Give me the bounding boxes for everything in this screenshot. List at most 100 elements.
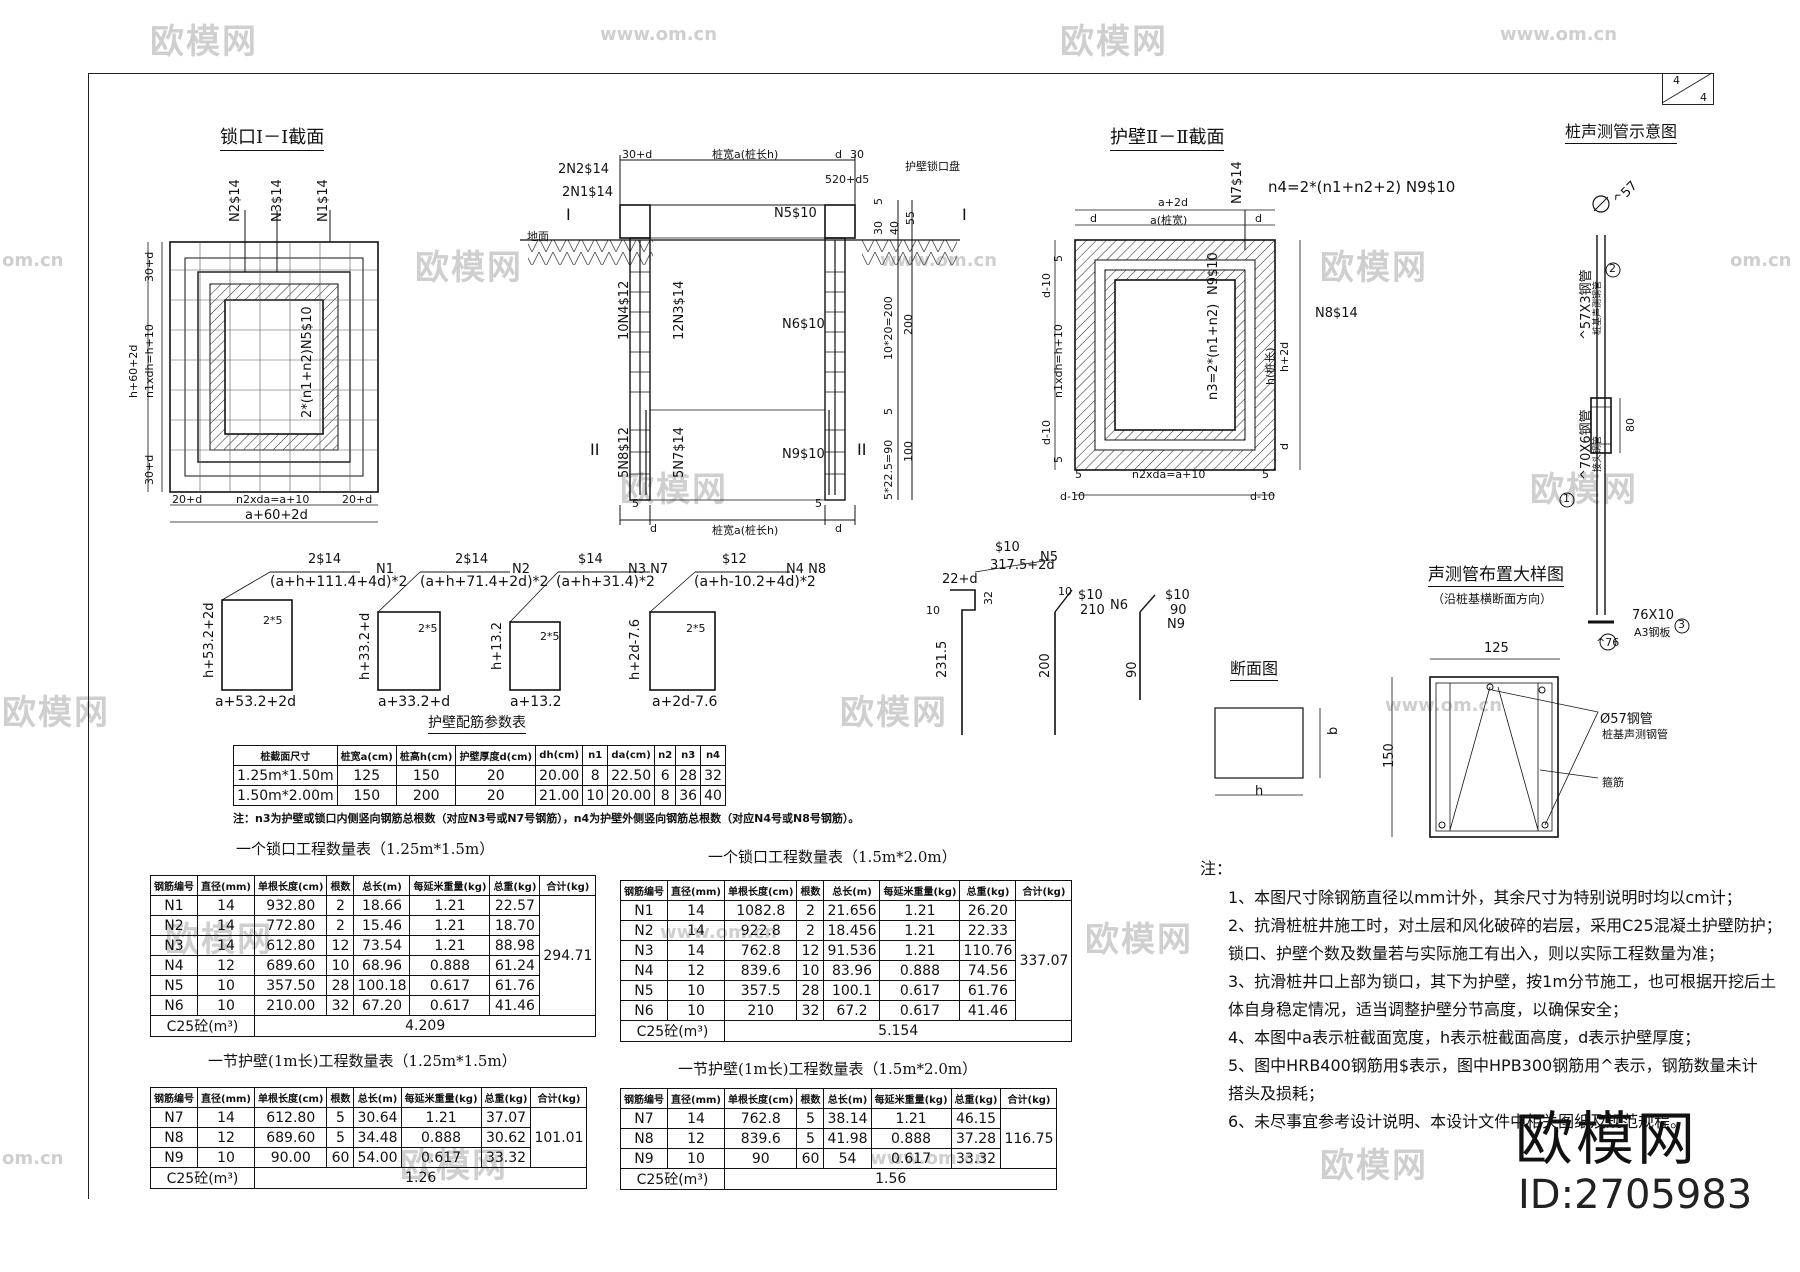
wall150-title: 一节护壁(1m长)工程数量表（1.5m*2.0m） [678, 1060, 978, 1078]
sheet-index: 4 [1673, 74, 1680, 87]
table-cell: 839.6 [723, 960, 798, 981]
cross-section-drawing [1214, 707, 1321, 796]
c25-value: 1.56 [723, 1168, 1058, 1190]
table-cell: 10 [667, 1000, 725, 1021]
n5-bar-spec: $10 [995, 540, 1020, 555]
table-header: n3 [675, 745, 702, 766]
n9-bar-spec: $10 [1165, 588, 1190, 603]
table-cell: 762.8 [723, 1108, 798, 1129]
n9-dim-b: 90 [1125, 661, 1140, 678]
wall-dim-label: d [1255, 212, 1262, 225]
sonic-bottom-plate: A3钢板 [1634, 626, 1671, 639]
lock-dim-label: h+60+2d [127, 344, 140, 398]
n5-bar-tag: N5 [1040, 550, 1058, 565]
table-cell: 5 [796, 1108, 825, 1129]
table-cell: 1.21 [879, 920, 961, 941]
wall-dim-label: 5 [1075, 468, 1082, 481]
c25-label: C25砼(m³) [150, 1015, 255, 1037]
bar-shape-drawings [221, 559, 1156, 735]
wall-bar-label: N8$14 [1315, 306, 1358, 321]
table-header: 根数 [326, 1087, 355, 1108]
table-cell: 1.21 [409, 915, 491, 936]
table-cell: 54 [823, 1148, 872, 1169]
table-cell: 30.64 [353, 1107, 402, 1128]
lock-inner-label: 2*(n1+n2)N5$10 [300, 306, 315, 418]
table-cell: 90.00 [253, 1147, 328, 1168]
sonic-pipe-title: 桩声测管示意图 [1565, 118, 1678, 144]
table-header: 桩宽a(cm) [336, 745, 397, 766]
elev-section-mark: II [590, 440, 600, 459]
table-cell: 0.888 [879, 960, 961, 981]
table-cell: 22.57 [489, 895, 541, 916]
wall125-table: 钢筋编号 直径(mm) 单根长度(cm) 根数 总长(m) 每延米重量(kg) … [150, 1087, 588, 1189]
n6-dim-a: 10 [1058, 585, 1072, 598]
table-header: 总长(m) [353, 875, 411, 896]
elev-section-mark: II [857, 440, 867, 459]
table-header: 合计(kg) [1000, 1088, 1058, 1109]
sheet-total: 4 [1700, 91, 1707, 104]
table-cell: 37.07 [480, 1107, 532, 1128]
table-cell: 210 [723, 1000, 798, 1021]
table-cell: 0.617 [870, 1148, 952, 1169]
table-cell: N6 [150, 995, 198, 1016]
table-cell: 2 [796, 900, 825, 921]
table-cell: N9 [620, 1148, 668, 1169]
table-cell: 110.76 [959, 940, 1017, 961]
bar-shape-tag: N2 [512, 562, 530, 577]
wall-dim-label: n2xda=a+10 [1132, 468, 1206, 481]
table-cell: N5 [620, 980, 668, 1001]
table-header: 总重(kg) [959, 880, 1017, 901]
table-cell: 14 [197, 935, 255, 956]
table-header: 总重(kg) [950, 1088, 1002, 1109]
table-cell: 357.50 [253, 975, 328, 996]
table-cell: 12 [197, 955, 255, 976]
table-cell: 67.2 [823, 1000, 881, 1021]
table-cell: 12 [326, 935, 355, 956]
table-cell: 5 [326, 1127, 355, 1148]
table-cell: 2 [796, 920, 825, 941]
table-cell: 36 [675, 785, 702, 806]
table-cell: 74.56 [959, 960, 1017, 981]
table-cell: 14 [197, 915, 255, 936]
table-header: 单根长度(cm) [253, 875, 328, 896]
table-cell: 0.888 [870, 1128, 952, 1149]
lock-dim-label: 20+d [342, 493, 373, 506]
elev-label: 桩宽a(桩长h) [712, 524, 779, 537]
bar-shape-base: a+33.2+d [378, 694, 451, 710]
note-line: 3、抗滑桩井口上部为锁口，其下为护壁，按1m分节施工，也可根据开挖后土 [1228, 972, 1776, 991]
bar-shape-formula: (a+h-10.2+4d)*2 [694, 574, 816, 590]
bar-shape-tag: N3 N7 [628, 562, 669, 577]
wall-bar-label: N7$14 [1230, 161, 1245, 204]
table-cell: 150 [395, 765, 457, 786]
table-cell: 41.46 [959, 1000, 1017, 1021]
table-cell: 1.21 [879, 900, 961, 921]
table-cell: 21.656 [823, 900, 881, 921]
table-header: 单根长度(cm) [723, 880, 798, 901]
elev-label: 5 [872, 198, 885, 205]
sonic-layout-title: 声测管布置大样图 [1428, 560, 1564, 587]
table-cell: 14 [667, 900, 725, 921]
elev-label: 地面 [527, 230, 549, 243]
table-cell: N4 [150, 955, 198, 976]
n6-dim-b: 200 [1038, 653, 1053, 678]
elev-label: 10N4$12 [617, 280, 632, 340]
lock-dim-label: 20+d [172, 493, 203, 506]
table-header: 每延米重量(kg) [870, 1088, 952, 1109]
table-header: 桩截面尺寸 [233, 745, 338, 766]
bar-shape-side: h+33.2+d [358, 612, 373, 680]
wall-dim-label: d-10 [1040, 273, 1053, 298]
table-cell: 0.888 [400, 1127, 482, 1148]
n5-bar-len: 317.5+2d [990, 558, 1055, 573]
c25-label: C25砼(m³) [620, 1020, 725, 1042]
n6-bar-tag: N6 [1110, 598, 1128, 613]
table-cell: 32 [796, 1000, 825, 1021]
table-cell: 5 [796, 1128, 825, 1149]
